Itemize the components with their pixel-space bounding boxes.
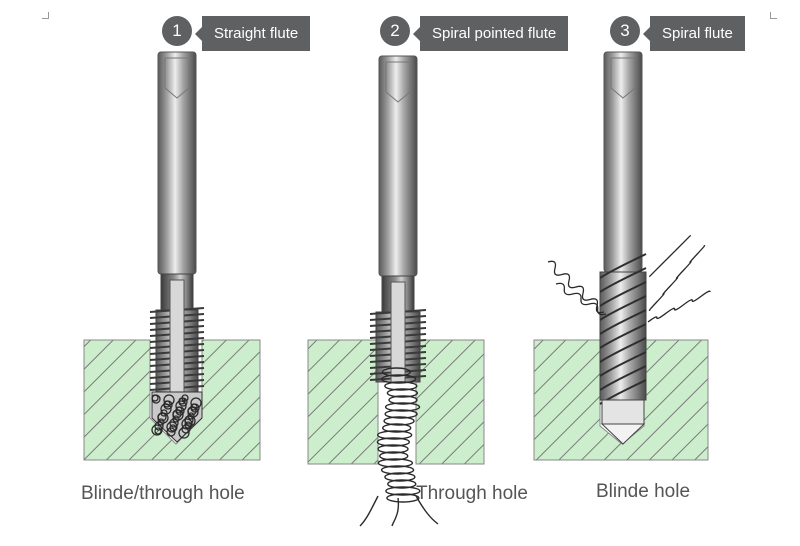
chip-coil-loop — [383, 416, 415, 426]
chip-curl — [157, 412, 169, 424]
chip-curl — [172, 415, 180, 423]
chip-coil-loop — [386, 493, 420, 503]
chip-curl — [178, 397, 188, 407]
workpiece-block-2-right — [415, 339, 485, 465]
chip-curl — [166, 421, 178, 433]
label-1-number: 1 — [162, 16, 192, 46]
chip-curl-left — [555, 282, 607, 316]
label-3-text: Spiral flute — [643, 16, 745, 51]
chip-curl — [184, 421, 192, 429]
shank-square-1 — [164, 57, 190, 99]
workpiece-block-2-left — [307, 339, 379, 465]
chip-coil-loop — [384, 472, 416, 482]
chip-curl — [163, 400, 173, 410]
chip-coil-loop — [380, 465, 415, 475]
tap-shank-2 — [378, 55, 418, 277]
chip-coil-loop — [384, 409, 418, 419]
chip-coil-loop — [386, 388, 419, 398]
chip-curl — [151, 424, 163, 436]
workpiece-block-1 — [83, 339, 261, 461]
chip-curl — [154, 427, 162, 435]
chip-curl — [169, 418, 179, 428]
chip-curl — [181, 424, 191, 434]
chip-coil-loop — [377, 458, 414, 468]
tap-shank-3 — [603, 51, 643, 273]
chip-curl-left — [547, 260, 605, 314]
spiral-flute-line — [599, 365, 647, 391]
chip-coil-loop — [388, 395, 418, 405]
tap-point-3 — [600, 423, 646, 445]
chip-coil-loop — [377, 444, 409, 454]
chip-curl-right — [648, 245, 706, 311]
corner-mark-right — [770, 12, 777, 19]
chip-curl — [157, 418, 165, 426]
chip-curl — [151, 394, 161, 404]
chip-curls-3 — [547, 235, 711, 323]
spiral-flute-line — [599, 295, 647, 321]
label-2-text: Spiral pointed flute — [412, 16, 569, 51]
spiral-flute-lines — [599, 253, 647, 405]
label-1-text: Straight flute — [194, 16, 311, 51]
chip-curl — [169, 424, 177, 432]
chip-curl — [154, 421, 164, 431]
spiral-flute-line — [599, 253, 647, 279]
tap-2-group — [307, 55, 485, 527]
spiral-flute-line — [599, 323, 647, 349]
straight-flute-groove — [169, 279, 185, 393]
chip-curl — [190, 403, 200, 413]
chip-pile-1 — [151, 394, 202, 439]
chip-curl-right — [649, 235, 691, 277]
spiral-flute-line — [599, 337, 647, 363]
chip-coil-2 — [359, 367, 439, 527]
chip-curl — [181, 394, 189, 402]
corner-mark-left — [42, 12, 49, 19]
chip-curl — [166, 427, 176, 437]
tap-1-group — [83, 51, 261, 461]
chip-curl — [178, 427, 190, 439]
chip-curl-right — [647, 290, 711, 323]
spiral-flute-line — [599, 267, 647, 293]
chip-coil-loop — [382, 423, 412, 433]
tap-shank-1 — [157, 51, 197, 275]
caption-3: Blinde hole — [596, 481, 691, 502]
chip-coil-loop — [385, 486, 421, 496]
chip-curl — [184, 415, 196, 427]
label-3-number: 3 — [610, 16, 640, 46]
chip-coil-ends — [359, 495, 439, 527]
tap-tip-body-3 — [601, 399, 645, 425]
chip-coil-loop — [380, 374, 417, 384]
shank-square-3 — [610, 57, 636, 99]
chip-coil-loop — [384, 402, 421, 412]
spiral-flute-line — [599, 281, 647, 307]
chip-coil-loop — [384, 381, 418, 391]
chip-coil-loop — [379, 451, 409, 461]
chip-coil-loop — [376, 430, 413, 440]
spiral-flute-line — [599, 351, 647, 377]
spiral-flute-line — [599, 309, 647, 335]
label-2-number: 2 — [380, 16, 410, 46]
caption-2: Through hole — [416, 483, 528, 504]
tap-3-group — [533, 51, 711, 461]
chip-curl — [172, 409, 184, 421]
chip-coil-loop — [381, 367, 412, 377]
shank-square-2 — [385, 61, 411, 103]
chip-coil-loop — [387, 479, 417, 489]
chip-coil-loop — [376, 437, 411, 447]
chip-curl — [175, 406, 185, 416]
caption-1: Blinde/through hole — [81, 483, 245, 504]
spiral-point-groove — [390, 281, 406, 383]
